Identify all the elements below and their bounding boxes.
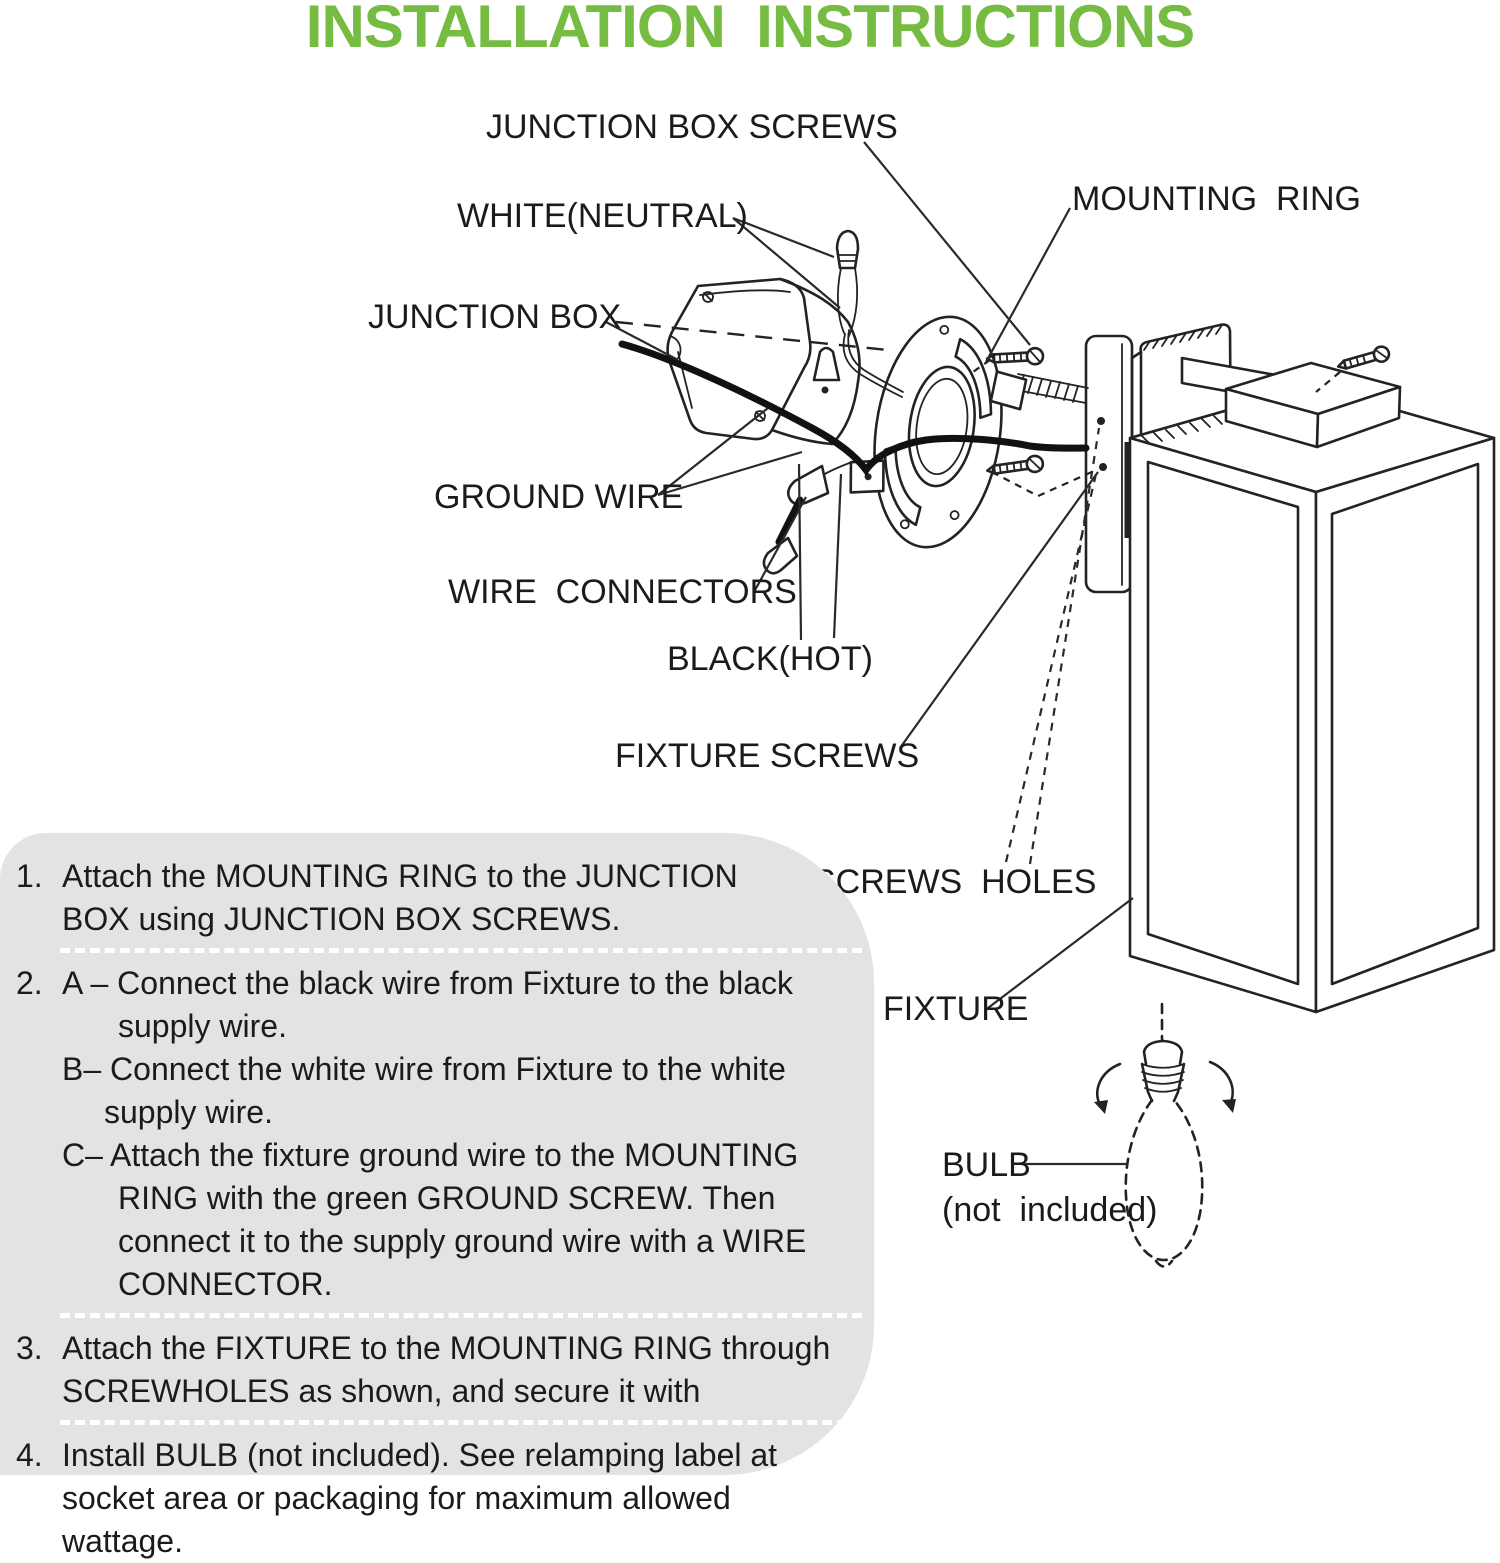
step-separator	[60, 1313, 862, 1318]
step-number: 1.	[16, 858, 43, 894]
instruction-line: supply wire.	[118, 1008, 287, 1044]
step-lines: Attach the FIXTURE to the MOUNTING RING …	[62, 1327, 866, 1413]
instruction-step: 1. Attach the MOUNTING RING to the JUNCTI…	[16, 855, 866, 941]
junction-box-screw-2	[986, 454, 1045, 475]
instruction-line: Install BULB (not included). See relampi…	[62, 1437, 778, 1473]
instruction-line: SCREWHOLES as shown, and secure it with	[62, 1373, 701, 1409]
step-lines: Attach the MOUNTING RING to the JUNCTION…	[62, 855, 866, 941]
instruction-line: wattage.	[62, 1523, 183, 1559]
hatching	[1143, 324, 1223, 351]
instruction-step: 4. Install BULB (not included). See relam…	[16, 1434, 866, 1563]
ring-bracket	[989, 370, 1028, 411]
screw-hole-upper	[1097, 417, 1105, 425]
cable-clamp	[812, 346, 841, 394]
label-bulb: BULB	[942, 1146, 1031, 1184]
instruction-line: Attach the MOUNTING RING to the JUNCTION	[62, 858, 738, 894]
rotate-arrow-left	[1094, 1062, 1122, 1114]
step-number: 3.	[16, 1330, 43, 1366]
label-mounting-ring: MOUNTING RING	[1072, 180, 1361, 218]
label-bulb-note: (not included)	[942, 1191, 1157, 1229]
wire-cap	[835, 229, 860, 270]
label-ground-wire: GROUND WIRE	[434, 478, 683, 516]
step-separator	[60, 1420, 862, 1425]
step-number: 4.	[16, 1437, 43, 1473]
installation-diagram: JUNCTION BOX SCREWS WHITE(NEUTRAL) JUNCT…	[368, 108, 1496, 1268]
page-title: INSTALLATION INSTRUCTIONS	[305, 0, 1195, 60]
instruction-line: CONNECTOR.	[118, 1266, 333, 1302]
label-junction-box: JUNCTION BOX	[368, 298, 621, 336]
instruction-line: socket area or packaging for maximum all…	[62, 1480, 731, 1516]
supply-cable	[1015, 373, 1089, 404]
screw-guide-2	[991, 469, 1095, 498]
mounting-ring	[849, 315, 1028, 549]
screw-hole-lower	[1099, 463, 1107, 471]
instruction-line: Attach the FIXTURE to the MOUNTING RING …	[62, 1330, 831, 1366]
black-wire	[618, 340, 1090, 575]
instruction-line: BOX using JUNCTION BOX SCREWS.	[62, 901, 621, 937]
wall-plate	[1084, 334, 1134, 594]
fixture-screw	[1336, 345, 1391, 370]
instruction-steps: 1. Attach the MOUNTING RING to the JUNCTI…	[16, 855, 866, 1563]
label-wire-connectors: WIRE CONNECTORS	[448, 573, 797, 611]
step-lines: A – Connect the black wire from Fixture …	[62, 962, 866, 1306]
instruction-step: 3. Attach the FIXTURE to the MOUNTING RIN…	[16, 1327, 866, 1413]
instruction-line: B– Connect the white wire from Fixture t…	[62, 1051, 786, 1087]
bulb	[1094, 1002, 1236, 1268]
instruction-step: 2. A – Connect the black wire from Fixtur…	[16, 962, 866, 1306]
leader-lines	[605, 141, 1134, 1166]
wire-connector-1	[786, 464, 830, 506]
label-white-neutral: WHITE(NEUTRAL)	[457, 197, 748, 235]
label-junction-box-screws: JUNCTION BOX SCREWS	[486, 108, 898, 146]
instruction-line: connect it to the supply ground wire wit…	[118, 1223, 807, 1259]
instruction-line: A – Connect the black wire from Fixture …	[62, 965, 793, 1001]
step-number: 2.	[16, 965, 43, 1001]
instruction-line: supply wire.	[104, 1094, 273, 1130]
fixture-body	[1128, 384, 1496, 1014]
white-wire	[835, 229, 904, 398]
step-lines: Install BULB (not included). See relampi…	[62, 1434, 866, 1563]
fixture-top-cap	[1224, 361, 1402, 449]
rotate-arrow-right	[1208, 1060, 1236, 1113]
instruction-line: RING with the green GROUND SCREW. Then	[118, 1180, 776, 1216]
instruction-line: C– Attach the fixture ground wire to the…	[62, 1137, 799, 1173]
label-black-hot: BLACK(HOT)	[667, 640, 873, 678]
junction-box-screw-1	[985, 346, 1045, 366]
label-fixture-screws: FIXTURE SCREWS	[615, 737, 919, 775]
screw-guide-3	[1315, 371, 1341, 393]
label-fixture: FIXTURE	[883, 990, 1028, 1028]
instructions-panel: 1. Attach the MOUNTING RING to the JUNCTI…	[0, 833, 874, 1559]
label-screws-holes: SCREWS HOLES	[813, 863, 1096, 901]
step-separator	[60, 948, 862, 953]
